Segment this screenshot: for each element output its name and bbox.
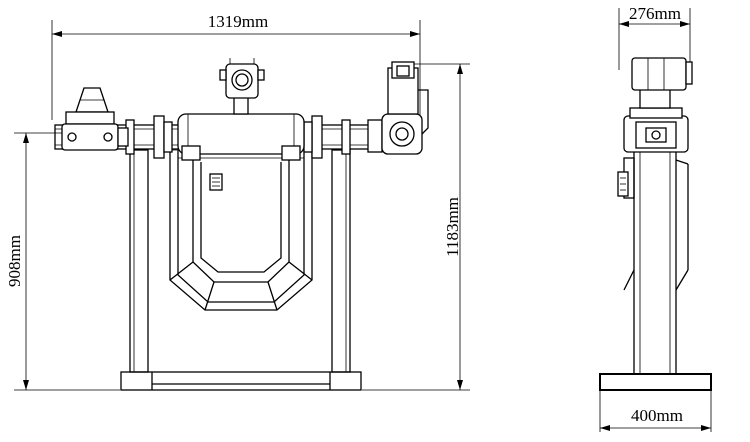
sensor-body <box>177 113 305 161</box>
side-depth-label: 276mm <box>629 4 681 23</box>
base-height-dimension <box>14 132 120 391</box>
transmitter-head <box>219 58 265 115</box>
overall-height-label: 1183mm <box>443 197 462 257</box>
side-transmitter <box>631 57 693 109</box>
side-flange-head <box>623 107 689 153</box>
u-tube-housing <box>169 149 313 311</box>
pipe-flanges <box>125 115 351 159</box>
front-base-plate <box>120 371 362 391</box>
side-view: 276mm 400mm <box>599 4 712 432</box>
side-depth-dimension <box>618 8 691 70</box>
overall-width-dimension <box>51 20 421 120</box>
left-inlet-filter <box>61 87 129 151</box>
base-height-label: 908mm <box>5 235 24 287</box>
right-strainer-assembly <box>367 61 429 155</box>
side-base-plate <box>599 373 712 391</box>
side-support-post <box>617 149 689 375</box>
front-view: 1319mm 908mm 1183mm <box>5 12 470 391</box>
side-valve-knob <box>209 173 223 191</box>
overall-height-dimension <box>362 63 470 391</box>
base-width-label: 400mm <box>631 406 683 425</box>
front-support-legs <box>129 149 351 373</box>
overall-width-label: 1319mm <box>208 12 268 31</box>
